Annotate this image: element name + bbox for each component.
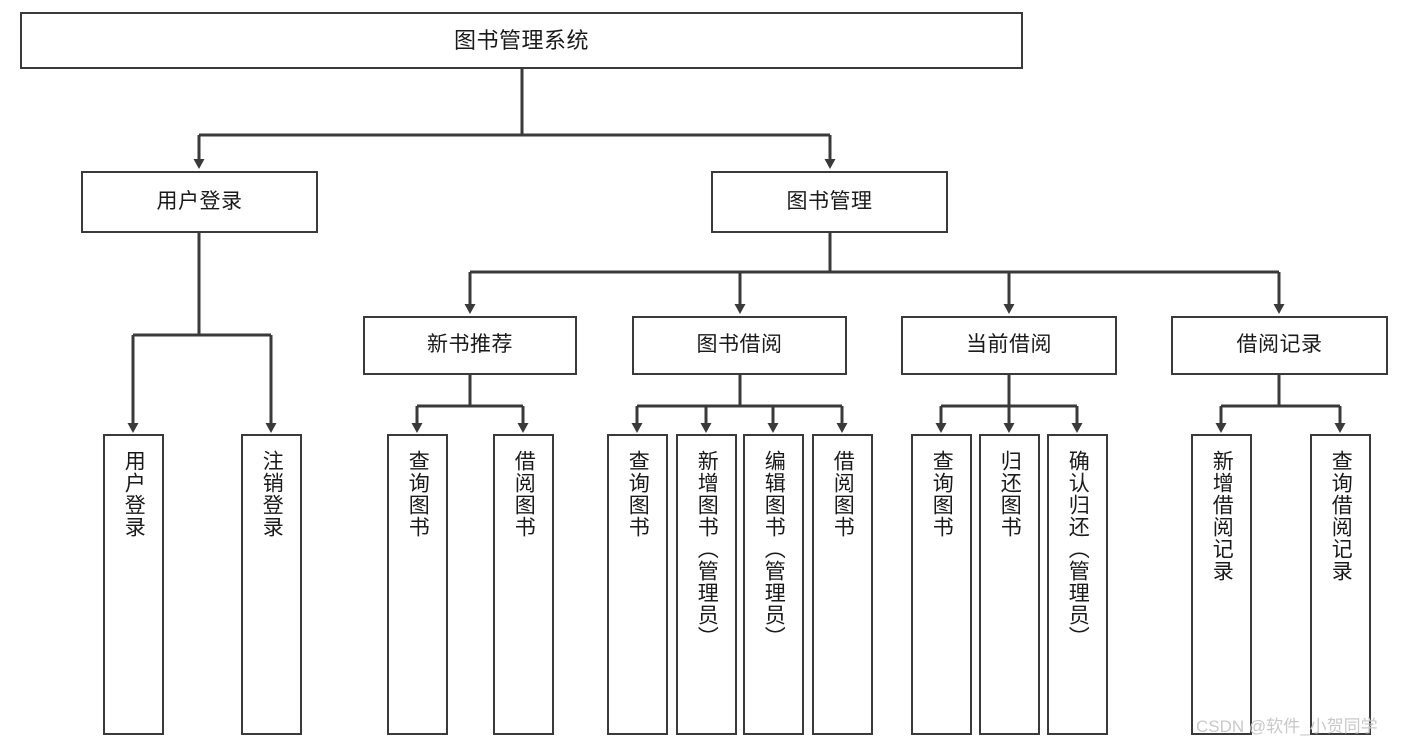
node-book-management[interactable]: 图书管理: [711, 171, 948, 233]
node-leaf-edit-book-admin[interactable]: 编辑图书（管理员）: [743, 434, 804, 735]
node-label: 确认归还（管理员）: [1066, 450, 1090, 648]
node-leaf-borrow-book-recommend[interactable]: 借阅图书: [493, 434, 554, 735]
node-label: 图书借阅: [696, 333, 783, 357]
node-current-borrow[interactable]: 当前借阅: [901, 316, 1117, 375]
node-borrow-record[interactable]: 借阅记录: [1171, 316, 1388, 375]
node-label: 用户登录: [122, 450, 146, 538]
watermark: CSDN @软件_小贺同学: [1196, 717, 1378, 736]
node-root-system[interactable]: 图书管理系统: [20, 12, 1023, 69]
node-label: 当前借阅: [966, 333, 1052, 357]
node-leaf-user-login[interactable]: 用户登录: [103, 434, 164, 735]
node-leaf-add-book-admin[interactable]: 新增图书（管理员）: [676, 434, 737, 735]
node-label: 新书推荐: [427, 333, 513, 357]
node-label: 查询图书: [406, 450, 430, 538]
node-label: 图书管理: [786, 189, 873, 213]
node-label: 借阅图书: [831, 450, 855, 538]
node-label: 图书管理系统: [453, 27, 589, 53]
node-label: 用户登录: [156, 189, 243, 213]
node-user-login[interactable]: 用户登录: [81, 171, 318, 233]
node-book-borrow[interactable]: 图书借阅: [632, 316, 847, 375]
node-label: 查询借阅记录: [1329, 450, 1353, 582]
node-label: 查询图书: [626, 450, 650, 538]
node-leaf-add-borrow-record[interactable]: 新增借阅记录: [1191, 434, 1252, 735]
node-leaf-query-borrow-record[interactable]: 查询借阅记录: [1310, 434, 1371, 735]
node-label: 借阅图书: [512, 450, 536, 538]
node-leaf-borrow-book[interactable]: 借阅图书: [812, 434, 873, 735]
node-leaf-query-book-recommend[interactable]: 查询图书: [387, 434, 448, 735]
node-label: 归还图书: [998, 450, 1022, 538]
node-leaf-query-book-borrow[interactable]: 查询图书: [607, 434, 668, 735]
node-label: 查询图书: [930, 450, 954, 538]
node-leaf-confirm-return-admin[interactable]: 确认归还（管理员）: [1047, 434, 1108, 735]
node-label: 编辑图书（管理员）: [762, 450, 786, 648]
node-leaf-query-book-current[interactable]: 查询图书: [911, 434, 972, 735]
node-label: 新增借阅记录: [1210, 450, 1234, 582]
node-label: 注销登录: [260, 450, 284, 538]
node-leaf-logout[interactable]: 注销登录: [241, 434, 302, 735]
node-label: 借阅记录: [1236, 333, 1323, 357]
node-leaf-return-book[interactable]: 归还图书: [979, 434, 1040, 735]
node-label: 新增图书（管理员）: [695, 450, 719, 648]
node-new-book-recommend[interactable]: 新书推荐: [363, 316, 577, 375]
